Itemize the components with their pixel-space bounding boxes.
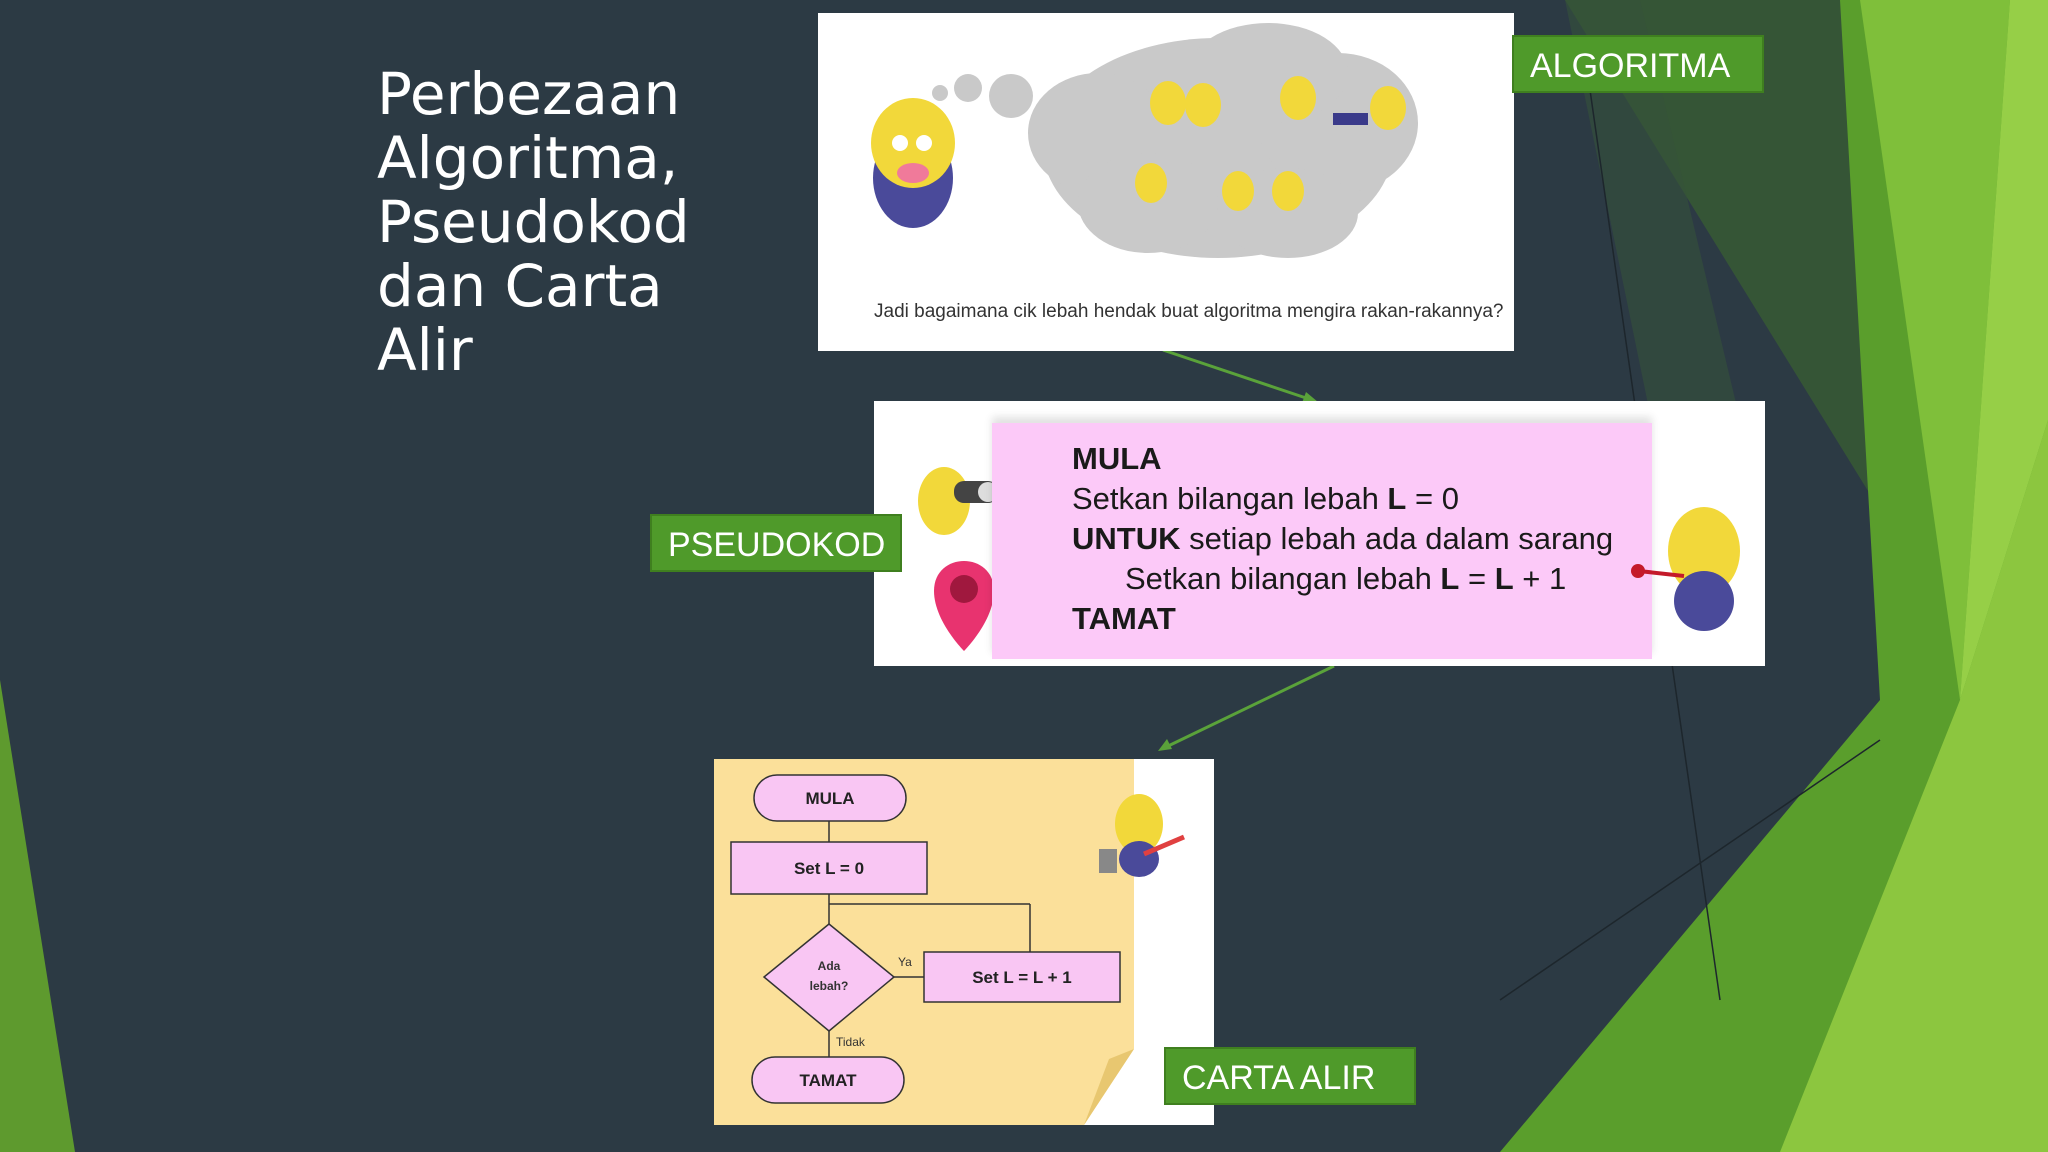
big-bee [871, 98, 955, 228]
pseudo-line-1: MULA [1072, 441, 1162, 476]
small-bee-group [1135, 76, 1406, 211]
pseudo-line-2: Setkan bilangan lebah L = 0 [1072, 481, 1459, 516]
flow-end-node [751, 1056, 905, 1104]
flow-yes-label: Ya [898, 955, 912, 969]
flowchart-panel: MULA Set L = 0 Ada lebah? Ya Set L = L +… [714, 759, 1214, 1125]
title-line: Perbezaan [377, 60, 681, 128]
bee-binoculars-illustration [918, 467, 998, 651]
right-lime-shard [1780, 420, 2048, 1152]
title-line: dan Carta [377, 252, 663, 320]
pseudocode-panel: MULA Setkan bilangan lebah L = 0 UNTUK s… [874, 401, 1765, 666]
location-pin-icon [934, 561, 994, 651]
flowchart-diagram: MULA Set L = 0 Ada lebah? Ya Set L = L +… [714, 759, 1185, 1125]
tag-algoritma: ALGORITMA [1512, 35, 1764, 93]
algorithm-caption: Jadi bagaimana cik lebah hendak buat alg… [874, 301, 1504, 322]
left-green-shard [0, 680, 75, 1152]
divider-line [1499, 739, 1881, 1001]
tag-carta-alir: CARTA ALIR [1164, 1047, 1416, 1105]
flow-increment-label: Set L = L + 1 [972, 968, 1072, 987]
arrowhead [1158, 739, 1172, 751]
flow-decision-label-1: Ada [818, 959, 841, 973]
flow-decision-node [762, 923, 896, 1032]
pseudo-line-4: Setkan bilangan lebah L = L + 1 [1125, 561, 1567, 596]
flow-no-label: Tidak [836, 1035, 866, 1049]
flow-set0-label: Set L = 0 [794, 859, 864, 878]
arrow-pseudokod-to-carta [1163, 664, 1335, 750]
flow-start-label: MULA [805, 789, 854, 808]
arrow-algoritma-to-pseudokod [1162, 348, 1313, 402]
pseudo-line-3: UNTUK setiap lebah ada dalam sarang [1072, 521, 1614, 556]
tag-pseudokod: PSEUDOKOD [650, 514, 902, 572]
thought-cloud [932, 23, 1418, 258]
flow-end-label: TAMAT [800, 1071, 858, 1090]
flow-start-node [753, 774, 907, 822]
pseudocode-box: MULA Setkan bilangan lebah L = 0 UNTUK s… [992, 423, 1652, 659]
bees-thought-illustration [871, 23, 1418, 258]
title-line: Alir [377, 316, 473, 384]
flow-decision-label-2: lebah? [810, 979, 849, 993]
pseudo-line-5: TAMAT [1072, 601, 1176, 636]
paper-curl [1084, 1049, 1134, 1125]
sick-bee-illustration [1631, 507, 1740, 631]
flow-connectors [828, 821, 1031, 1057]
arrowhead [1302, 392, 1318, 403]
flow-increment-node [923, 951, 1121, 1003]
title-line: Pseudokod [377, 188, 690, 256]
guitar-bee-illustration [1099, 794, 1185, 877]
slide-title: Perbezaan Algoritma, Pseudokod dan Carta… [377, 62, 797, 382]
title-line: Algoritma, [377, 124, 679, 192]
flow-set0-node [730, 841, 928, 895]
algorithm-image-panel: Jadi bagaimana cik lebah hendak buat alg… [818, 13, 1514, 351]
right-lime-top-shard [1960, 0, 2048, 700]
